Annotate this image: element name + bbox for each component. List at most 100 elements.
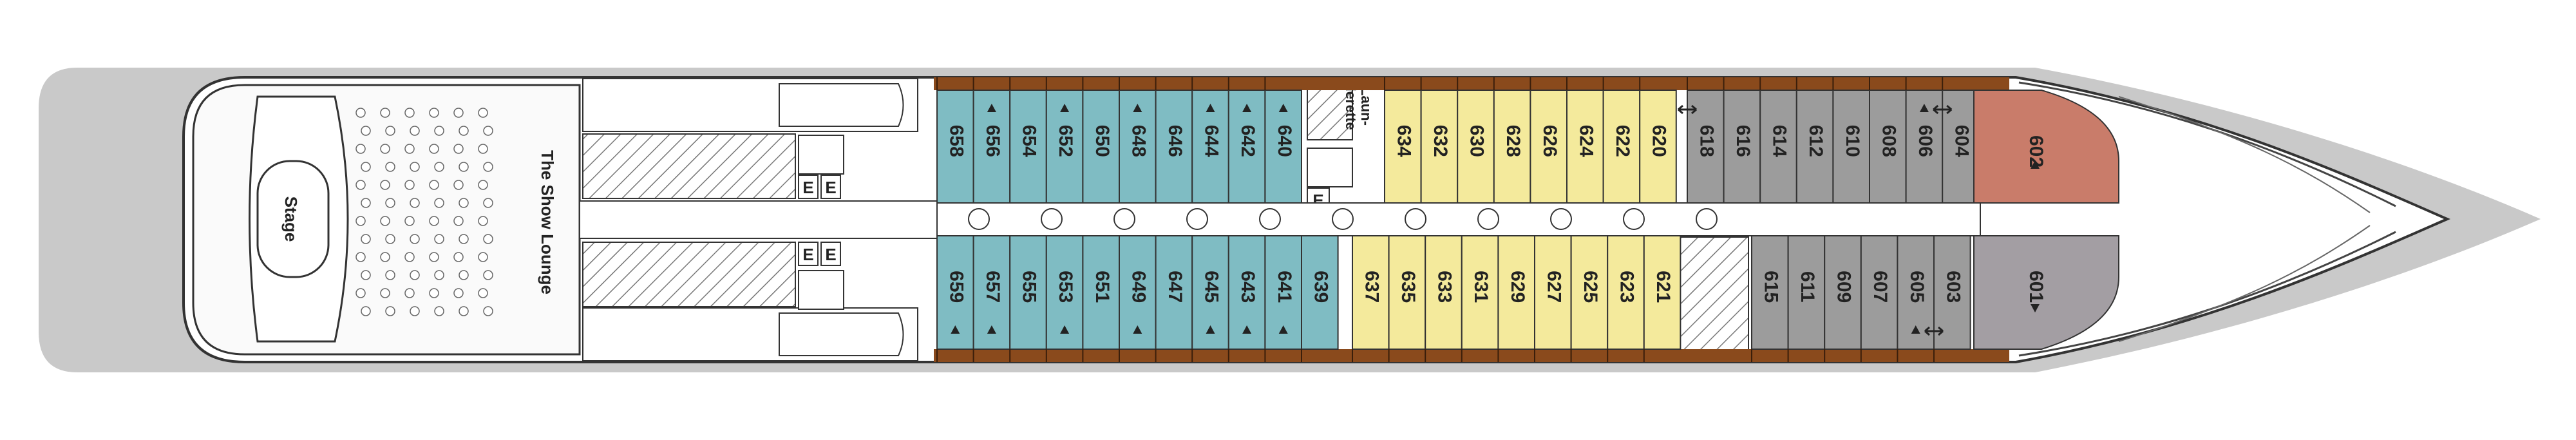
bow-line-4 — [2118, 225, 2371, 342]
cabin-615[interactable] — [1751, 235, 1789, 350]
cabin-number: 601 — [2025, 271, 2047, 303]
cabin-611[interactable] — [1787, 235, 1826, 350]
accessible-marker-icon — [2031, 304, 2040, 312]
accessible-marker-icon — [2031, 160, 2040, 169]
lounge-seat — [355, 252, 366, 262]
cabin-628[interactable] — [1493, 90, 1531, 204]
accessible-marker-icon — [1133, 325, 1142, 334]
suite-601[interactable] — [1973, 235, 2119, 350]
lounge-seat — [361, 198, 371, 208]
lounge-seat — [434, 270, 444, 280]
service-area-top — [582, 133, 796, 199]
lounge-seat — [385, 270, 395, 280]
cabin-number: 616 — [1732, 125, 1754, 157]
accessible-marker-icon — [987, 104, 996, 112]
corridor-door-niche — [968, 208, 990, 230]
lounge-seat — [429, 216, 439, 226]
cabin-637[interactable] — [1352, 235, 1390, 350]
lounge-seat — [429, 144, 439, 154]
corridor-door-niche — [1259, 208, 1281, 230]
cabin-609[interactable] — [1824, 235, 1862, 350]
cabin-614[interactable] — [1759, 90, 1797, 204]
cabin-620[interactable] — [1639, 90, 1677, 204]
cabin-632[interactable] — [1420, 90, 1459, 204]
cabin-630[interactable] — [1457, 90, 1495, 204]
cabin-number: 658 — [945, 125, 967, 157]
lounge-seat — [478, 252, 488, 262]
cabin-number: 602 — [2025, 135, 2047, 167]
lounge-seat — [380, 288, 390, 298]
lounge-seat — [361, 162, 371, 172]
lounge-seat — [459, 162, 469, 172]
cabin-651[interactable] — [1082, 235, 1121, 350]
cabin-616[interactable] — [1723, 90, 1761, 204]
lounge-seat — [434, 162, 444, 172]
accessible-marker-icon — [1278, 104, 1288, 112]
cabin-608[interactable] — [1869, 90, 1907, 204]
accessible-marker-icon — [1242, 325, 1252, 334]
lounge-seat — [385, 126, 395, 136]
cabin-number: 659 — [945, 271, 967, 303]
lounge-seat — [453, 252, 464, 262]
cabin-number: 642 — [1237, 125, 1258, 157]
lounge-seat — [478, 288, 488, 298]
corridor-door-niche — [1623, 208, 1645, 230]
cabin-number: 610 — [1842, 125, 1863, 157]
lounge-seat — [404, 252, 415, 262]
accessible-marker-icon — [1060, 104, 1070, 112]
cabin-number: 631 — [1470, 271, 1492, 303]
lounge-seat — [434, 306, 444, 316]
cabin-number: 646 — [1164, 125, 1186, 157]
cabin-658[interactable] — [936, 90, 974, 204]
aft-corridor — [579, 200, 954, 239]
lounge-seat — [434, 126, 444, 136]
cabin-625[interactable] — [1570, 235, 1609, 350]
lifeboat-top-boat — [779, 83, 904, 127]
accessible-marker-icon — [1278, 325, 1288, 334]
cabin-number: 620 — [1649, 125, 1670, 157]
lounge-seat — [380, 252, 390, 262]
lifeboat-bottom-boat — [779, 312, 904, 356]
lounge-seat — [429, 108, 439, 118]
show-lounge-label: The Show Lounge — [538, 150, 557, 294]
lounge-seat — [429, 252, 439, 262]
lounge-seat — [380, 180, 390, 190]
cabin-number: 654 — [1019, 125, 1040, 157]
lounge-seat — [459, 306, 469, 316]
stair-aft-top — [798, 135, 844, 175]
cabin-607[interactable] — [1860, 235, 1899, 350]
lounge-seat — [410, 306, 420, 316]
cabin-number: 607 — [1870, 271, 1891, 303]
cabin-633[interactable] — [1425, 235, 1463, 350]
main-corridor — [936, 202, 1981, 236]
cabin-number: 653 — [1055, 271, 1076, 303]
cabin-number: 608 — [1878, 125, 1899, 157]
cabin-number: 629 — [1507, 271, 1528, 303]
stage-label: Stage — [281, 196, 301, 242]
elevator-aft-4 — [820, 242, 841, 266]
lounge-seat — [483, 234, 493, 244]
lounge-seat — [453, 288, 464, 298]
cabin-number: 652 — [1055, 125, 1076, 157]
cabin-624[interactable] — [1566, 90, 1604, 204]
cabin-655[interactable] — [1009, 235, 1047, 350]
cabin-number: 609 — [1833, 271, 1855, 303]
lounge-seat — [478, 144, 488, 154]
lounge-seat — [429, 180, 439, 190]
lounge-seat — [385, 198, 395, 208]
bow-line-3 — [2118, 96, 2371, 213]
lounge-seat — [453, 216, 464, 226]
lounge-seat — [483, 270, 493, 280]
lounge-seat — [380, 144, 390, 154]
cabin-629[interactable] — [1497, 235, 1535, 350]
cabin-number: 623 — [1616, 271, 1638, 303]
cabin-627[interactable] — [1534, 235, 1572, 350]
cabin-639[interactable] — [1301, 235, 1339, 350]
lounge-seat — [380, 108, 390, 118]
launderette-label-1: Laun- — [1358, 87, 1374, 126]
balcony-strip-bottom — [934, 349, 2009, 362]
suite-602[interactable] — [1973, 90, 2119, 204]
cabin-654[interactable] — [1009, 90, 1047, 204]
